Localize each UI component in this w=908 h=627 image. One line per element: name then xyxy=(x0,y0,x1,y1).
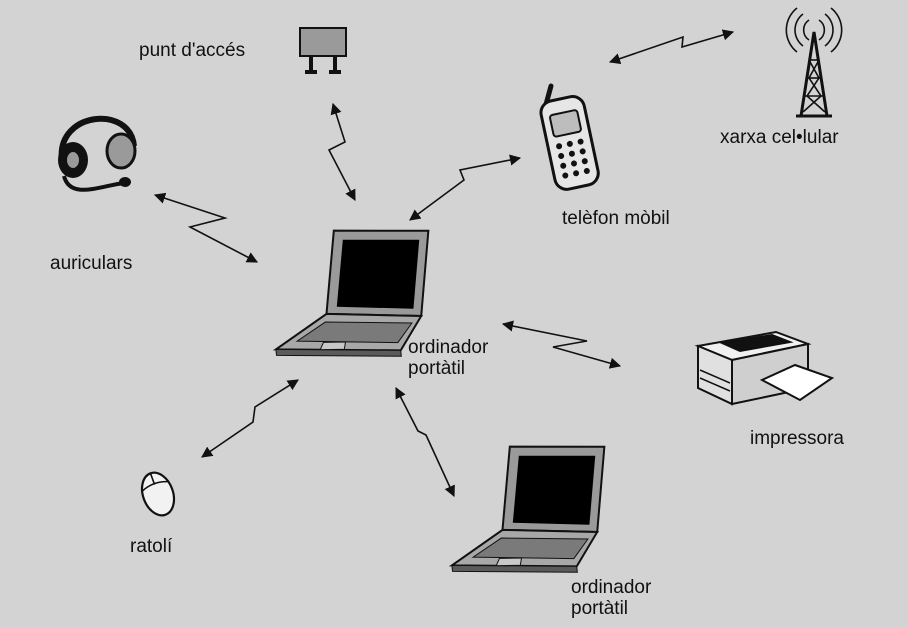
link-mobile-phone xyxy=(409,154,522,221)
printer-icon xyxy=(694,330,835,406)
link-cell-network xyxy=(608,29,735,65)
label-mobile-phone: telèfon mòbil xyxy=(562,208,670,229)
label-cell-network: xarxa cel•lular xyxy=(720,127,839,148)
label-printer: impressora xyxy=(750,428,844,449)
link-laptop-second xyxy=(395,387,455,498)
access-point-icon xyxy=(299,27,347,74)
link-mouse xyxy=(201,379,299,458)
headset-icon xyxy=(58,115,137,192)
label-laptop-main-line2: portàtil xyxy=(408,358,466,379)
mouse-icon xyxy=(140,471,176,517)
label-headphones: auriculars xyxy=(50,253,133,274)
label-laptop-second: ordinador portàtil xyxy=(571,577,651,619)
label-laptop-main-line1: ordinador xyxy=(408,337,489,358)
cell-tower-icon xyxy=(785,7,843,118)
mobile-phone-icon xyxy=(539,83,600,191)
link-printer xyxy=(501,320,622,369)
label-laptop-main: ordinador portàtil xyxy=(408,337,488,379)
laptop-icon-second xyxy=(448,445,606,573)
label-laptop-second-line1: ordinador xyxy=(571,577,652,598)
label-laptop-second-line2: portàtil xyxy=(571,598,629,619)
laptop-icon xyxy=(272,229,430,357)
label-mouse: ratolí xyxy=(130,536,173,557)
link-access-point xyxy=(327,102,356,201)
link-headphones xyxy=(153,192,258,263)
label-access-point: punt d'accés xyxy=(139,40,246,61)
